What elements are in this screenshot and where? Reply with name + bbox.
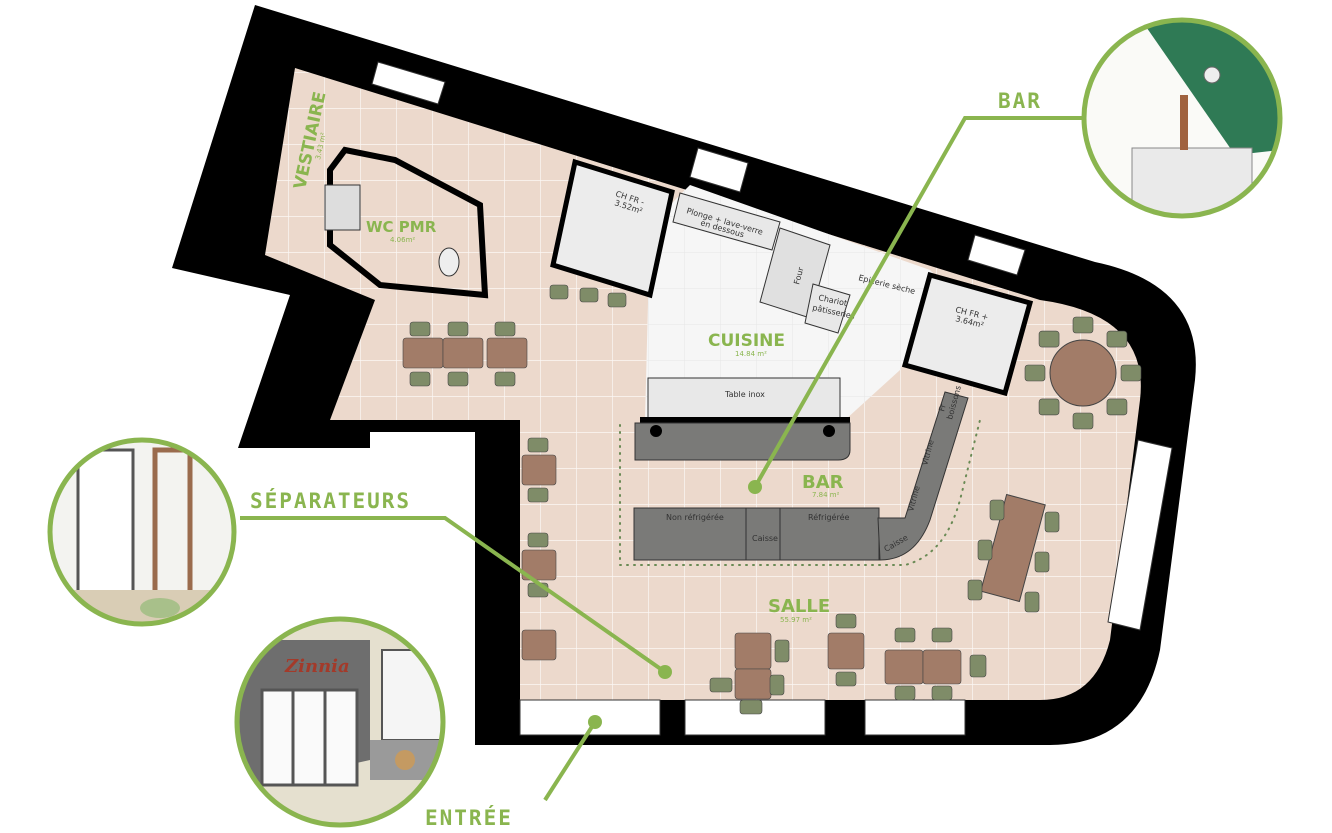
fr-boissons-label-1: Fr <box>937 402 948 412</box>
table <box>521 454 557 486</box>
caisse-label-1: Caisse <box>752 534 778 543</box>
salle-label: SALLE <box>768 596 830 617</box>
chair <box>447 371 469 387</box>
chair <box>931 685 953 701</box>
chair <box>494 321 516 337</box>
chair <box>607 292 627 308</box>
table <box>521 549 557 581</box>
chair <box>739 699 763 715</box>
chair <box>409 371 431 387</box>
chair <box>835 613 857 629</box>
chair <box>494 371 516 387</box>
callout-separateurs: SÉPARATEURS <box>250 488 411 513</box>
wc-label: WC PMR <box>366 218 437 236</box>
chair <box>769 674 785 696</box>
table <box>521 629 557 661</box>
chair <box>1072 412 1094 430</box>
wc-area: 4.06m² <box>390 236 415 244</box>
cuisine-label: CUISINE <box>708 331 785 351</box>
furniture <box>402 284 1142 715</box>
chair <box>527 532 549 548</box>
table <box>734 668 772 700</box>
table <box>884 649 924 685</box>
inset-separateurs <box>47 437 237 627</box>
callout-entree: ENTRÉE <box>425 805 513 830</box>
chair <box>1038 330 1060 348</box>
chair <box>1024 591 1040 613</box>
chair <box>549 284 569 300</box>
chair <box>527 437 549 453</box>
chair <box>835 671 857 687</box>
salle-area: 55.97 m² <box>780 616 812 624</box>
callout-dots <box>588 480 762 729</box>
chair <box>1072 316 1094 334</box>
chair <box>967 579 983 601</box>
chair <box>774 639 790 663</box>
inset-bar <box>1081 17 1283 219</box>
chair <box>709 677 733 693</box>
chair <box>1106 398 1128 416</box>
chair <box>1038 398 1060 416</box>
chair <box>409 321 431 337</box>
chair <box>579 287 599 303</box>
non-refrigeree-label: Non réfrigérée <box>666 512 724 522</box>
chair <box>989 499 1005 521</box>
chair <box>1120 364 1142 382</box>
round-table <box>1049 339 1117 407</box>
table <box>402 337 444 369</box>
chair <box>1106 330 1128 348</box>
kitchen: CH FR - 3.52m² Plonge + lave-verre en de… <box>550 158 1034 423</box>
cuisine-area: 14.84 m² <box>735 350 767 358</box>
chair <box>931 627 953 643</box>
table <box>922 649 962 685</box>
long-table <box>980 493 1046 603</box>
inset-entree: Zinnia <box>234 616 446 828</box>
bar-area: 7.84 m² <box>812 491 840 499</box>
chair <box>447 321 469 337</box>
chair <box>894 627 916 643</box>
table <box>442 337 484 369</box>
callout-lines <box>240 116 1085 802</box>
chair <box>1024 364 1046 382</box>
chair <box>1034 551 1050 573</box>
table <box>734 632 772 670</box>
refrigeree-label: Réfrigérée <box>808 512 849 522</box>
chair <box>527 487 549 503</box>
bar-label: BAR <box>802 472 844 493</box>
table-inox-label: Table inox <box>724 390 765 399</box>
chair <box>969 654 987 678</box>
chair <box>977 539 993 561</box>
table <box>486 337 528 369</box>
callout-bar: BAR <box>998 89 1042 113</box>
table <box>827 632 865 670</box>
chair <box>1044 511 1060 533</box>
bar-counter: Non réfrigérée Caisse Réfrigérée Caisse … <box>619 385 981 624</box>
chair <box>894 685 916 701</box>
zinnia-sign: Zinnia <box>284 656 350 677</box>
